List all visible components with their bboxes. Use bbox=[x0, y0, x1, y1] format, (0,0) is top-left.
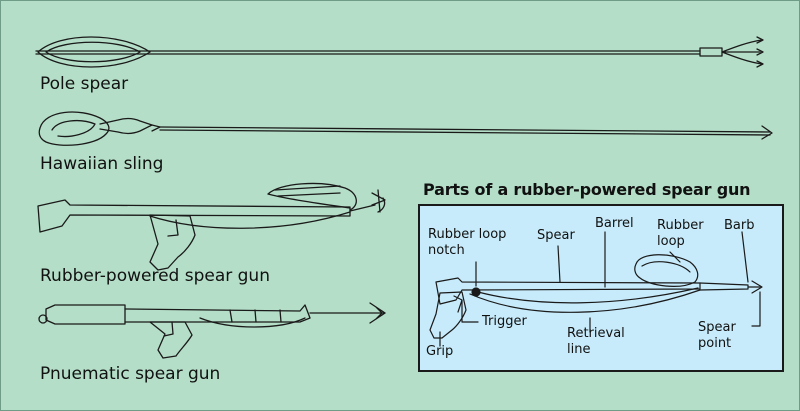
rubber-spear-gun-label: Rubber-powered spear gun bbox=[40, 266, 270, 286]
parts-panel-title: Parts of a rubber-powered spear gun bbox=[423, 180, 751, 199]
rubber-loop-label: Rubber loop bbox=[657, 218, 704, 249]
pneumatic-spear-gun-drawing bbox=[38, 302, 386, 359]
spear-point-label: Spear point bbox=[698, 320, 736, 351]
pneumatic-spear-gun-label: Pnuematic spear gun bbox=[40, 364, 221, 384]
barb-label: Barb bbox=[724, 218, 755, 233]
hawaiian-sling-drawing bbox=[38, 111, 773, 146]
hawaiian-sling-label: Hawaiian sling bbox=[40, 154, 164, 174]
grip-label: Grip bbox=[426, 344, 454, 359]
rubber-spear-gun-drawing bbox=[37, 182, 386, 271]
spear-label: Spear bbox=[537, 228, 575, 243]
barrel-label: Barrel bbox=[595, 216, 634, 231]
rubber-loop-notch-label: Rubber loop notch bbox=[428, 227, 507, 258]
retrieval-line-label: Retrieval line bbox=[567, 326, 625, 357]
trigger-label: Trigger bbox=[482, 314, 527, 329]
pole-spear-label: Pole spear bbox=[40, 74, 129, 94]
pole-spear-drawing bbox=[35, 36, 764, 68]
parts-panel bbox=[418, 204, 784, 372]
